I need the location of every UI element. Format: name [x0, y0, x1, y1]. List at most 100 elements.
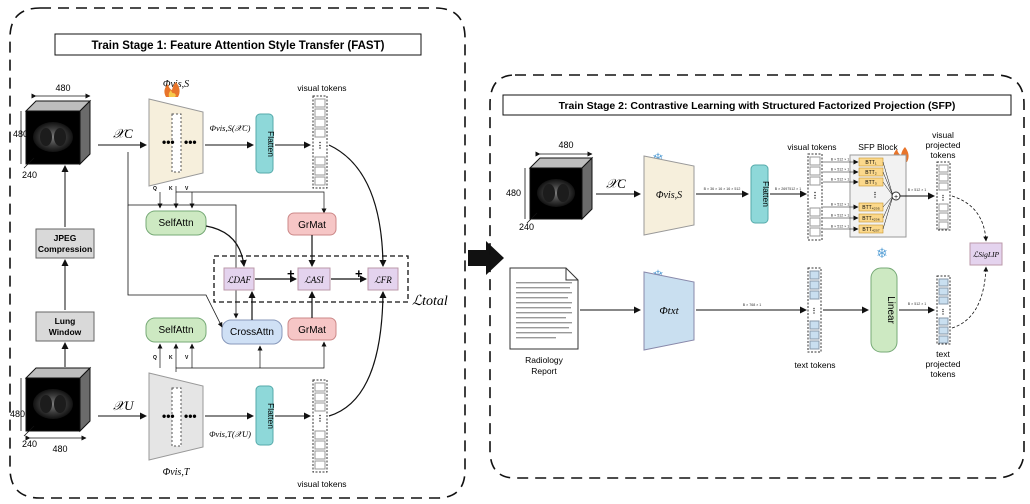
stage1-dim-480-top: 480	[55, 83, 70, 93]
btt-output-wire	[882, 181, 894, 197]
phi-vis-s-output: Φvis,S(𝒳C)	[210, 123, 251, 133]
phi-vis-t-output: Φvis,T(𝒳U)	[209, 429, 251, 439]
stage2-visual-tokens: ⋮	[807, 153, 823, 241]
lung-label-2: Window	[49, 327, 82, 337]
visual-projected-label-2: projected	[926, 140, 961, 150]
v-label-bottom: V	[185, 355, 189, 361]
btt-label: BTT₂	[865, 170, 876, 176]
cross-attn-label: CrossAttn	[230, 327, 274, 338]
stage1-dim-480-side: 480	[13, 129, 28, 139]
svg-text:⋮: ⋮	[811, 191, 819, 200]
visual-tokens-top-label: visual tokens	[297, 83, 346, 93]
x-u-label: 𝒳U	[113, 398, 135, 413]
loss-asi: ℒASI	[304, 275, 324, 285]
visual-tokens-top: ⋮	[312, 95, 328, 189]
text-tokens-label: text tokens	[794, 360, 835, 370]
loss-daf-box	[223, 267, 255, 291]
stage2-title: Train Stage 2: Contrastive Learning with…	[559, 100, 956, 112]
sfp-block-label: SFP Block	[858, 142, 898, 152]
plus-2: +	[355, 266, 363, 281]
stage2-flatten-box	[750, 164, 769, 224]
flatten-label-bottom: Flatten	[266, 403, 276, 429]
v-label-top: V	[185, 186, 189, 192]
stage2-title-box	[502, 94, 1012, 116]
stage1-dim-240: 240	[22, 170, 37, 180]
report-label-2: Report	[531, 366, 557, 376]
fire-icon	[164, 82, 180, 97]
stage2-phi-vis-s: Φvis,S	[656, 190, 682, 201]
btt-output-wire	[882, 195, 894, 219]
btt-output-wire	[882, 195, 894, 230]
phi-txt: Φtxt	[659, 305, 679, 317]
btt-input-shape: B × 512 × 1	[831, 203, 850, 207]
svg-text:•••: •••	[162, 409, 175, 423]
btt-label: BTT₁	[865, 160, 876, 166]
flatten-label-top: Flatten	[266, 131, 276, 157]
text-encoder	[643, 271, 695, 351]
svg-text:•••: •••	[184, 135, 197, 149]
snowflake-icon: ❄	[876, 245, 888, 261]
q-label-bottom: Q	[153, 355, 157, 361]
stage1-title-box	[54, 33, 422, 56]
lung-label-1: Lung	[55, 316, 76, 326]
svg-text:⋮: ⋮	[316, 414, 324, 423]
x-c-label: 𝒳C	[113, 126, 133, 141]
btt-input-shape: B × 512 × 1	[831, 214, 850, 218]
svg-text:⋮: ⋮	[316, 141, 324, 150]
shape-vis-backbone: B × 36 × 16 × 16 × 512	[704, 187, 741, 191]
loss-daf: ℒDAF	[227, 275, 251, 285]
svg-text:❄: ❄	[652, 150, 664, 166]
loss-siglip: ℒSigLIP	[973, 250, 1000, 259]
stage2-x-c-label: 𝒳C	[606, 176, 626, 191]
flatten-box-bottom	[255, 385, 274, 446]
linear-label: Linear	[885, 296, 896, 324]
ct-volume-clean	[24, 99, 92, 166]
ct-volume-unpaired	[24, 366, 92, 433]
btt-input-shape: B × 512 × 1	[831, 178, 850, 182]
stage2-visual-tokens-label: visual tokens	[787, 142, 836, 152]
visual-tokens-bottom: ⋮	[312, 379, 328, 473]
flatten-box-top	[255, 113, 274, 174]
self-attn-bottom	[145, 317, 207, 343]
k-label-top: K	[169, 186, 173, 192]
self-attn-bottom-label: SelfAttn	[158, 325, 193, 336]
jpeg-label-1: JPEG	[54, 233, 77, 243]
btt-output-wire	[882, 195, 894, 208]
stage1-dim-480-bottom-side: 480	[10, 409, 25, 419]
stage2-panel: Train Stage 2: Contrastive Learning with…	[489, 74, 1025, 479]
ct-volume-stage2	[528, 156, 594, 221]
btt-input-shape: B × 512 × 1	[831, 225, 850, 229]
btt-output-wire	[882, 161, 894, 197]
self-attn-top	[145, 210, 207, 236]
text-projected-label-3: tokens	[930, 369, 955, 379]
svg-text:+: +	[894, 194, 898, 201]
snowflake-icon: ❄	[652, 150, 664, 166]
stage1-title: Train Stage 1: Feature Attention Style T…	[92, 40, 385, 52]
shape-flatten: B × 2697512 × 1	[775, 187, 802, 191]
loss-group-box	[213, 255, 409, 303]
btt-label: BTT₄₂₀₇	[862, 227, 880, 233]
btt-label: BTT₄₂₀₆	[862, 216, 880, 222]
btt-label: BTT₃	[865, 180, 876, 186]
loss-siglip-box	[969, 242, 1003, 266]
radiology-report-doc	[509, 267, 579, 350]
linear-box	[870, 267, 898, 353]
loss-fr-box	[367, 267, 399, 291]
shape-sfp-out: B × 512 × 1	[908, 188, 927, 192]
visual-tokens-bottom-label: visual tokens	[297, 479, 346, 489]
stage-transition-arrow	[468, 241, 504, 275]
svg-text:❄: ❄	[876, 245, 888, 261]
grmat-bottom-label: GrMat	[298, 325, 326, 336]
text-projected-label-1: text	[936, 349, 950, 359]
stage1-dim-240-bottom: 240	[22, 439, 37, 449]
stage2-vis-encoder	[643, 155, 695, 236]
svg-text:⋮: ⋮	[940, 194, 947, 202]
stage1-panel: Train Stage 1: Feature Attention Style T…	[9, 7, 466, 499]
phi-vis-t-label: Φvis,T	[163, 467, 191, 478]
visual-projected-label-3: tokens	[930, 150, 955, 160]
q-label-top: Q	[153, 186, 157, 192]
jpeg-compression-box	[35, 228, 95, 259]
btt-label: BTT₄₂₀₅	[862, 205, 880, 211]
btt-output-wire	[882, 171, 894, 197]
